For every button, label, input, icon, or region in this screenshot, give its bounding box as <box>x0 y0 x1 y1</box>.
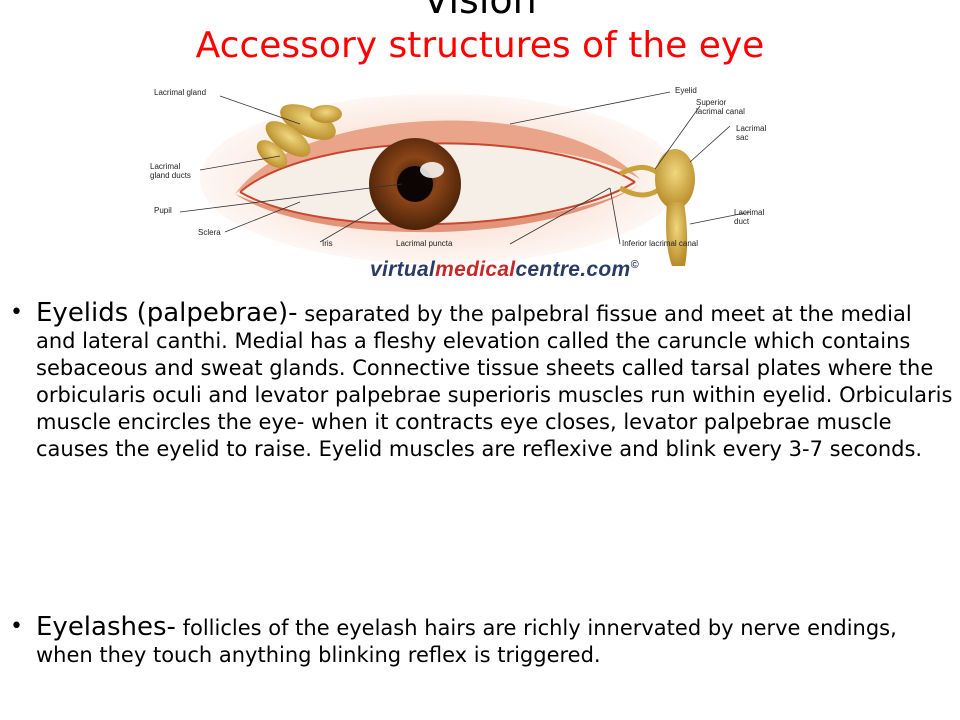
bullet-eyelids-body: separated by the palpebral fissue and me… <box>36 302 953 461</box>
label-lacrimal-sac: Lacrimal sac <box>736 124 767 142</box>
label-inferior-lacrimal-canal: Inferior lacrimal canal <box>622 239 699 248</box>
eye-illustration <box>179 91 751 266</box>
label-superior-lacrimal-canal: Superior lacrimal canal <box>696 98 745 116</box>
label-sclera: Sclera <box>198 228 221 237</box>
bullet-eyelashes-lead: Eyelashes- <box>36 612 176 642</box>
slide-subtitle: Accessory structures of the eye <box>195 25 765 66</box>
title-area: Vision Accessory structures of the eye <box>0 0 960 68</box>
bullet-marker: • <box>10 614 23 639</box>
label-lacrimal-puncta: Lacrimal puncta <box>396 239 453 248</box>
label-lacrimal-duct: Lacrimal duct <box>734 208 765 226</box>
label-iris: Iris <box>322 239 333 248</box>
bullet-eyelashes-body: follicles of the eyelash hairs are richl… <box>36 616 897 667</box>
bullet-eyelids-lead: Eyelids (palpebrae)- <box>36 298 298 328</box>
label-eyelid: Eyelid <box>675 86 697 95</box>
leader-lines <box>179 91 751 245</box>
label-lacrimal-gland: Lacrimal gland <box>154 88 207 97</box>
lacrimal-duct-shape <box>666 202 688 266</box>
watermark-logo: virtualmedicalcentre.com© <box>370 258 639 281</box>
lacrimal-gland-shape <box>256 104 342 168</box>
label-pupil: Pupil <box>154 206 172 215</box>
bullet-marker: • <box>10 300 23 325</box>
slide-title: Vision <box>423 0 537 22</box>
bullet-eyelashes-text: Eyelashes- follicles of the eyelash hair… <box>36 614 956 669</box>
eye-anatomy-figure: Lacrimal gland Eyelid Superior lacrimal … <box>140 84 800 290</box>
lacrimal-sac-shape <box>655 149 695 209</box>
bullet-eyelids-text: Eyelids (palpebrae)- separated by the pa… <box>36 300 956 463</box>
label-lacrimal-gland-ducts: Lacrimal gland ducts <box>150 162 191 180</box>
upper-eyelid <box>235 120 640 194</box>
